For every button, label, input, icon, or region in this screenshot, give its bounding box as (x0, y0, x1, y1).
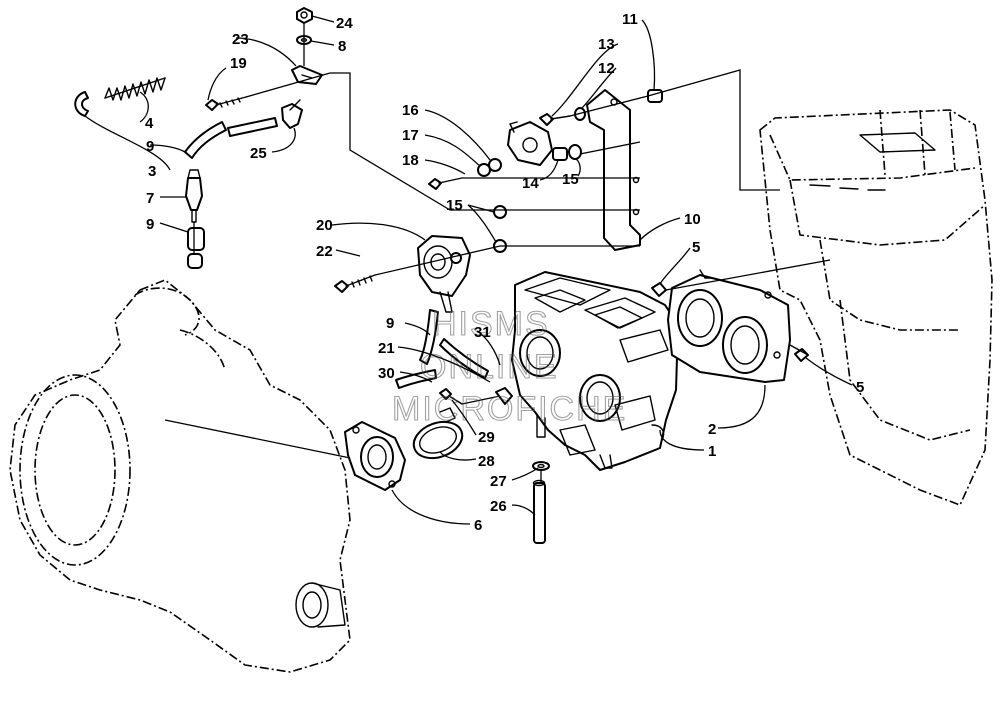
hose-section (187, 227, 205, 269)
fuel-pump (417, 235, 471, 313)
fitting-31 (495, 387, 513, 405)
callout-9-lower: 9 (146, 216, 154, 233)
engine-outline (9, 279, 361, 673)
callout-5-top: 5 (692, 239, 700, 256)
screw-5-top (651, 282, 667, 297)
callout-3: 3 (148, 163, 156, 180)
callout-6: 6 (474, 517, 482, 534)
bolt-18 (428, 177, 463, 190)
callout-29: 29 (478, 429, 495, 446)
callout-12: 12 (598, 60, 615, 77)
washer-17 (477, 163, 491, 177)
callout-16: 16 (402, 102, 419, 119)
fuel-fitting-assembly (507, 121, 553, 166)
callout-8: 8 (338, 38, 346, 55)
watermark-line-2: ONLINE (420, 348, 559, 386)
fitting-25 (281, 99, 303, 129)
spring (104, 77, 166, 101)
callout-25: 25 (250, 145, 267, 162)
callout-5-bottom: 5 (856, 379, 864, 396)
callout-28: 28 (478, 453, 495, 470)
callout-1: 1 (708, 443, 716, 460)
callout-10: 10 (684, 211, 701, 228)
carburetor-body (511, 271, 679, 471)
callout-labels: 1 2 3 4 5 5 6 7 8 9 9 9 10 11 12 13 14 1… (145, 11, 864, 534)
callout-4: 4 (145, 115, 154, 132)
callout-19: 19 (230, 55, 247, 72)
callout-15-mid: 15 (446, 197, 463, 214)
callout-30: 30 (378, 365, 395, 382)
leader-lines (84, 15, 853, 525)
bolt-19 (205, 96, 247, 111)
watermark-line-1: HISMS (432, 305, 550, 343)
air-box-outline (759, 109, 993, 506)
callout-27: 27 (490, 473, 507, 490)
callout-22: 22 (316, 243, 333, 260)
callout-20: 20 (316, 217, 333, 234)
intake-flange (344, 421, 406, 491)
callout-11: 11 (622, 11, 638, 28)
retaining-clip (74, 91, 89, 117)
bushing-14 (552, 147, 568, 161)
callout-15-top: 15 (562, 171, 579, 188)
watermark-line-3: MICROFICHE (392, 390, 627, 428)
screw-13 (539, 113, 571, 126)
nut-24 (296, 7, 313, 24)
assembly-center-lines (193, 23, 831, 483)
mounting-bracket (586, 89, 641, 251)
callout-17: 17 (402, 127, 419, 144)
pin-washer (532, 461, 550, 471)
grommet-15-top (568, 144, 582, 160)
callout-26: 26 (490, 498, 507, 515)
callout-23: 23 (232, 31, 249, 48)
callout-18: 18 (402, 152, 419, 169)
fuel-hoses (184, 117, 489, 389)
callout-13: 13 (598, 36, 615, 53)
callout-9-hose: 9 (386, 315, 394, 332)
callout-31: 31 (474, 324, 491, 341)
callout-7: 7 (146, 190, 154, 207)
callout-2: 2 (708, 421, 716, 438)
callout-9-upper: 9 (146, 138, 154, 155)
washer-16 (488, 158, 502, 172)
intake-adapter-plate (667, 269, 791, 383)
bracket-23 (291, 65, 323, 85)
locating-pin (532, 479, 546, 544)
fuel-filter (185, 169, 203, 223)
callout-24: 24 (336, 15, 353, 32)
bolt-22 (334, 274, 376, 293)
callout-21: 21 (378, 340, 395, 357)
hose-clamp (412, 407, 464, 460)
grommet-15-mid (493, 205, 507, 219)
screw-29 (439, 388, 463, 405)
callout-14: 14 (522, 175, 539, 192)
watermark: HISMS ONLINE MICROFICHE (391, 304, 627, 428)
